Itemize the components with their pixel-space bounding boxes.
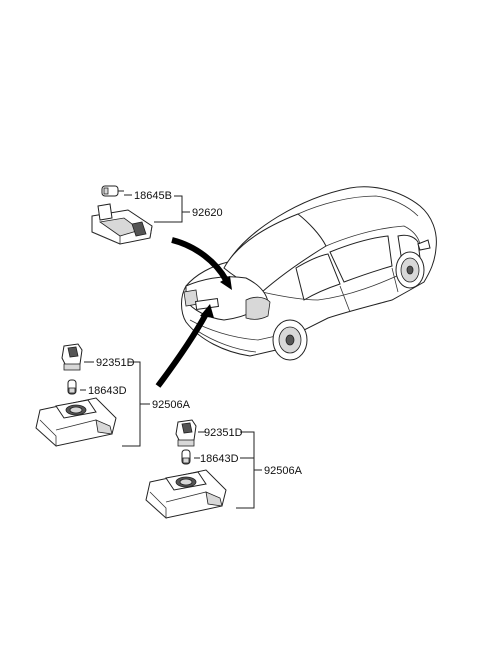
socket-92351D-right: [175, 419, 197, 447]
pointer-arrow-lower: [155, 304, 214, 388]
label-92351D-left: 92351D: [96, 357, 135, 369]
label-92620: 92620: [192, 207, 223, 219]
pointer-arrow-upper: [171, 237, 232, 290]
label-92506A-right: 92506A: [264, 465, 303, 477]
lamp-housing-left: [35, 397, 117, 447]
lamp-92620: [91, 203, 153, 245]
label-92351D-right: 92351D: [204, 427, 243, 439]
bulb-18643D-right: [181, 449, 191, 465]
bracket-92506A-right: [236, 431, 255, 509]
label-18643D-right: 18643D: [200, 453, 239, 465]
bracket-92620: [178, 195, 183, 223]
lamp-housing-right: [145, 469, 227, 519]
label-18645B: 18645B: [134, 190, 172, 202]
bulb-18643D-left: [67, 379, 77, 395]
car-illustration: [181, 186, 437, 361]
bulb-18645B: [101, 185, 124, 197]
socket-92351D-left: [61, 343, 83, 371]
label-92506A-left: 92506A: [152, 399, 191, 411]
bracket-92506A-left: [122, 361, 141, 447]
label-18643D-left: 18643D: [88, 385, 127, 397]
